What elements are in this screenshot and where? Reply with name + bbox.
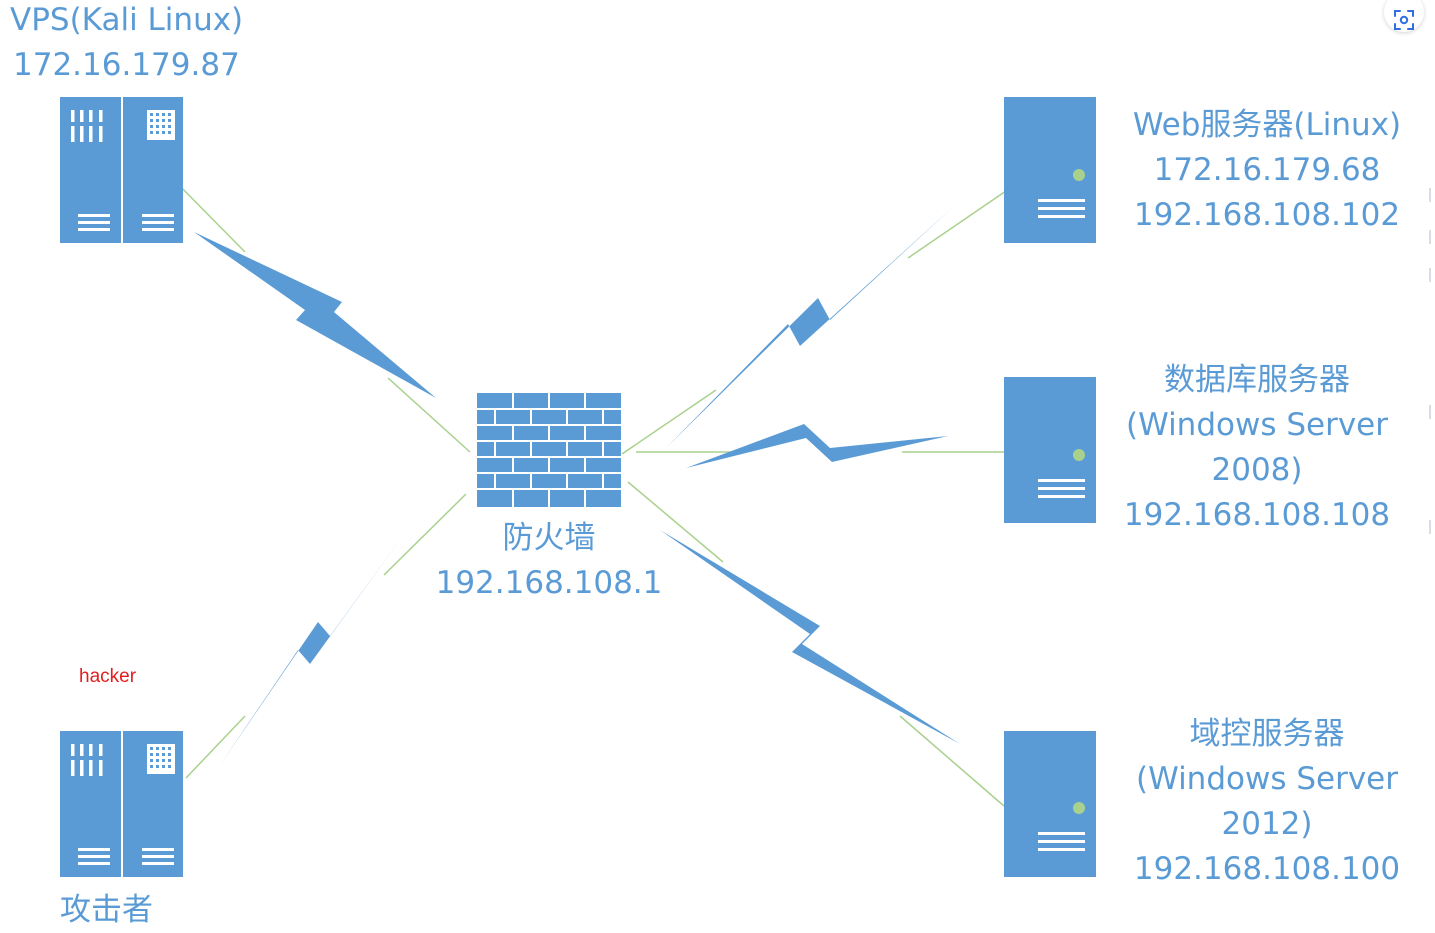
- db-server-ip: 192.168.108.108: [1123, 497, 1391, 533]
- lightning-bolt-web: [666, 206, 954, 448]
- connector-vps-firewall-b: [387, 377, 471, 453]
- screenshot-scan-button[interactable]: [1384, 0, 1424, 32]
- hacker-note: hacker: [79, 666, 137, 687]
- dc-server-ip: 192.168.108.100: [1133, 851, 1401, 887]
- dc-server-icon[interactable]: [1004, 731, 1096, 877]
- connector-firewall-web-a: [621, 389, 717, 455]
- lightning-bolt-vps: [194, 232, 436, 398]
- edge-artifact: [1429, 188, 1435, 202]
- vps-label: VPS(Kali Linux) 172.16.179.87: [10, 0, 243, 88]
- firewall-ip: 192.168.108.1: [435, 565, 663, 601]
- vps-ip: 172.16.179.87: [13, 47, 240, 83]
- edge-artifact: [1429, 230, 1435, 244]
- dc-server-name: 域控服务器: [1189, 716, 1345, 752]
- edge-artifact: [1429, 268, 1435, 282]
- screenshot-scan-icon: [1394, 10, 1414, 30]
- dc-server-label: 域控服务器 (Windows Server 2012) 192.168.108.…: [1116, 712, 1418, 892]
- db-server-label: 数据库服务器 (Windows Server 2008) 192.168.108…: [1106, 358, 1408, 538]
- db-server-os1: (Windows Server: [1126, 407, 1388, 443]
- connector-vps-firewall-a: [171, 177, 246, 253]
- web-server-ip2: 192.168.108.102: [1133, 197, 1401, 233]
- firewall-label: 防火墙 192.168.108.1: [398, 516, 700, 606]
- lightning-bolt-dc: [660, 530, 960, 744]
- connector-attacker-firewall-b: [383, 493, 467, 576]
- web-server-name: Web服务器(Linux): [1132, 107, 1402, 143]
- dc-server-os2: 2012): [1221, 806, 1313, 842]
- lightning-bolt-db: [686, 424, 948, 468]
- lightning-bolt-attacker: [218, 526, 410, 768]
- web-server-ip1: 172.16.179.68: [1153, 152, 1381, 188]
- db-server-icon[interactable]: [1004, 377, 1096, 523]
- connector-attacker-firewall-a: [185, 715, 246, 779]
- vps-name: VPS(Kali Linux): [10, 2, 244, 38]
- firewall-icon[interactable]: [477, 393, 621, 507]
- lightning-bolts: [194, 206, 960, 768]
- connector-firewall-dc-b: [899, 715, 1005, 807]
- connector-firewall-web-b: [907, 179, 1023, 259]
- attacker-server-icon[interactable]: [60, 731, 183, 877]
- edge-artifact: [1429, 405, 1435, 419]
- db-server-name: 数据库服务器: [1164, 362, 1350, 398]
- attacker-label: 攻击者: [60, 892, 153, 928]
- web-server-label: Web服务器(Linux) 172.16.179.68 192.168.108.…: [1110, 103, 1424, 238]
- db-server-os2: 2008): [1211, 452, 1303, 488]
- connector-lines: [171, 177, 1023, 807]
- dc-server-os1: (Windows Server: [1136, 761, 1398, 797]
- edge-artifact: [1429, 520, 1435, 534]
- web-server-icon[interactable]: [1004, 97, 1096, 243]
- connector-firewall-dc-a: [627, 481, 724, 563]
- vps-server-icon[interactable]: [60, 97, 183, 243]
- firewall-name: 防火墙: [502, 520, 596, 556]
